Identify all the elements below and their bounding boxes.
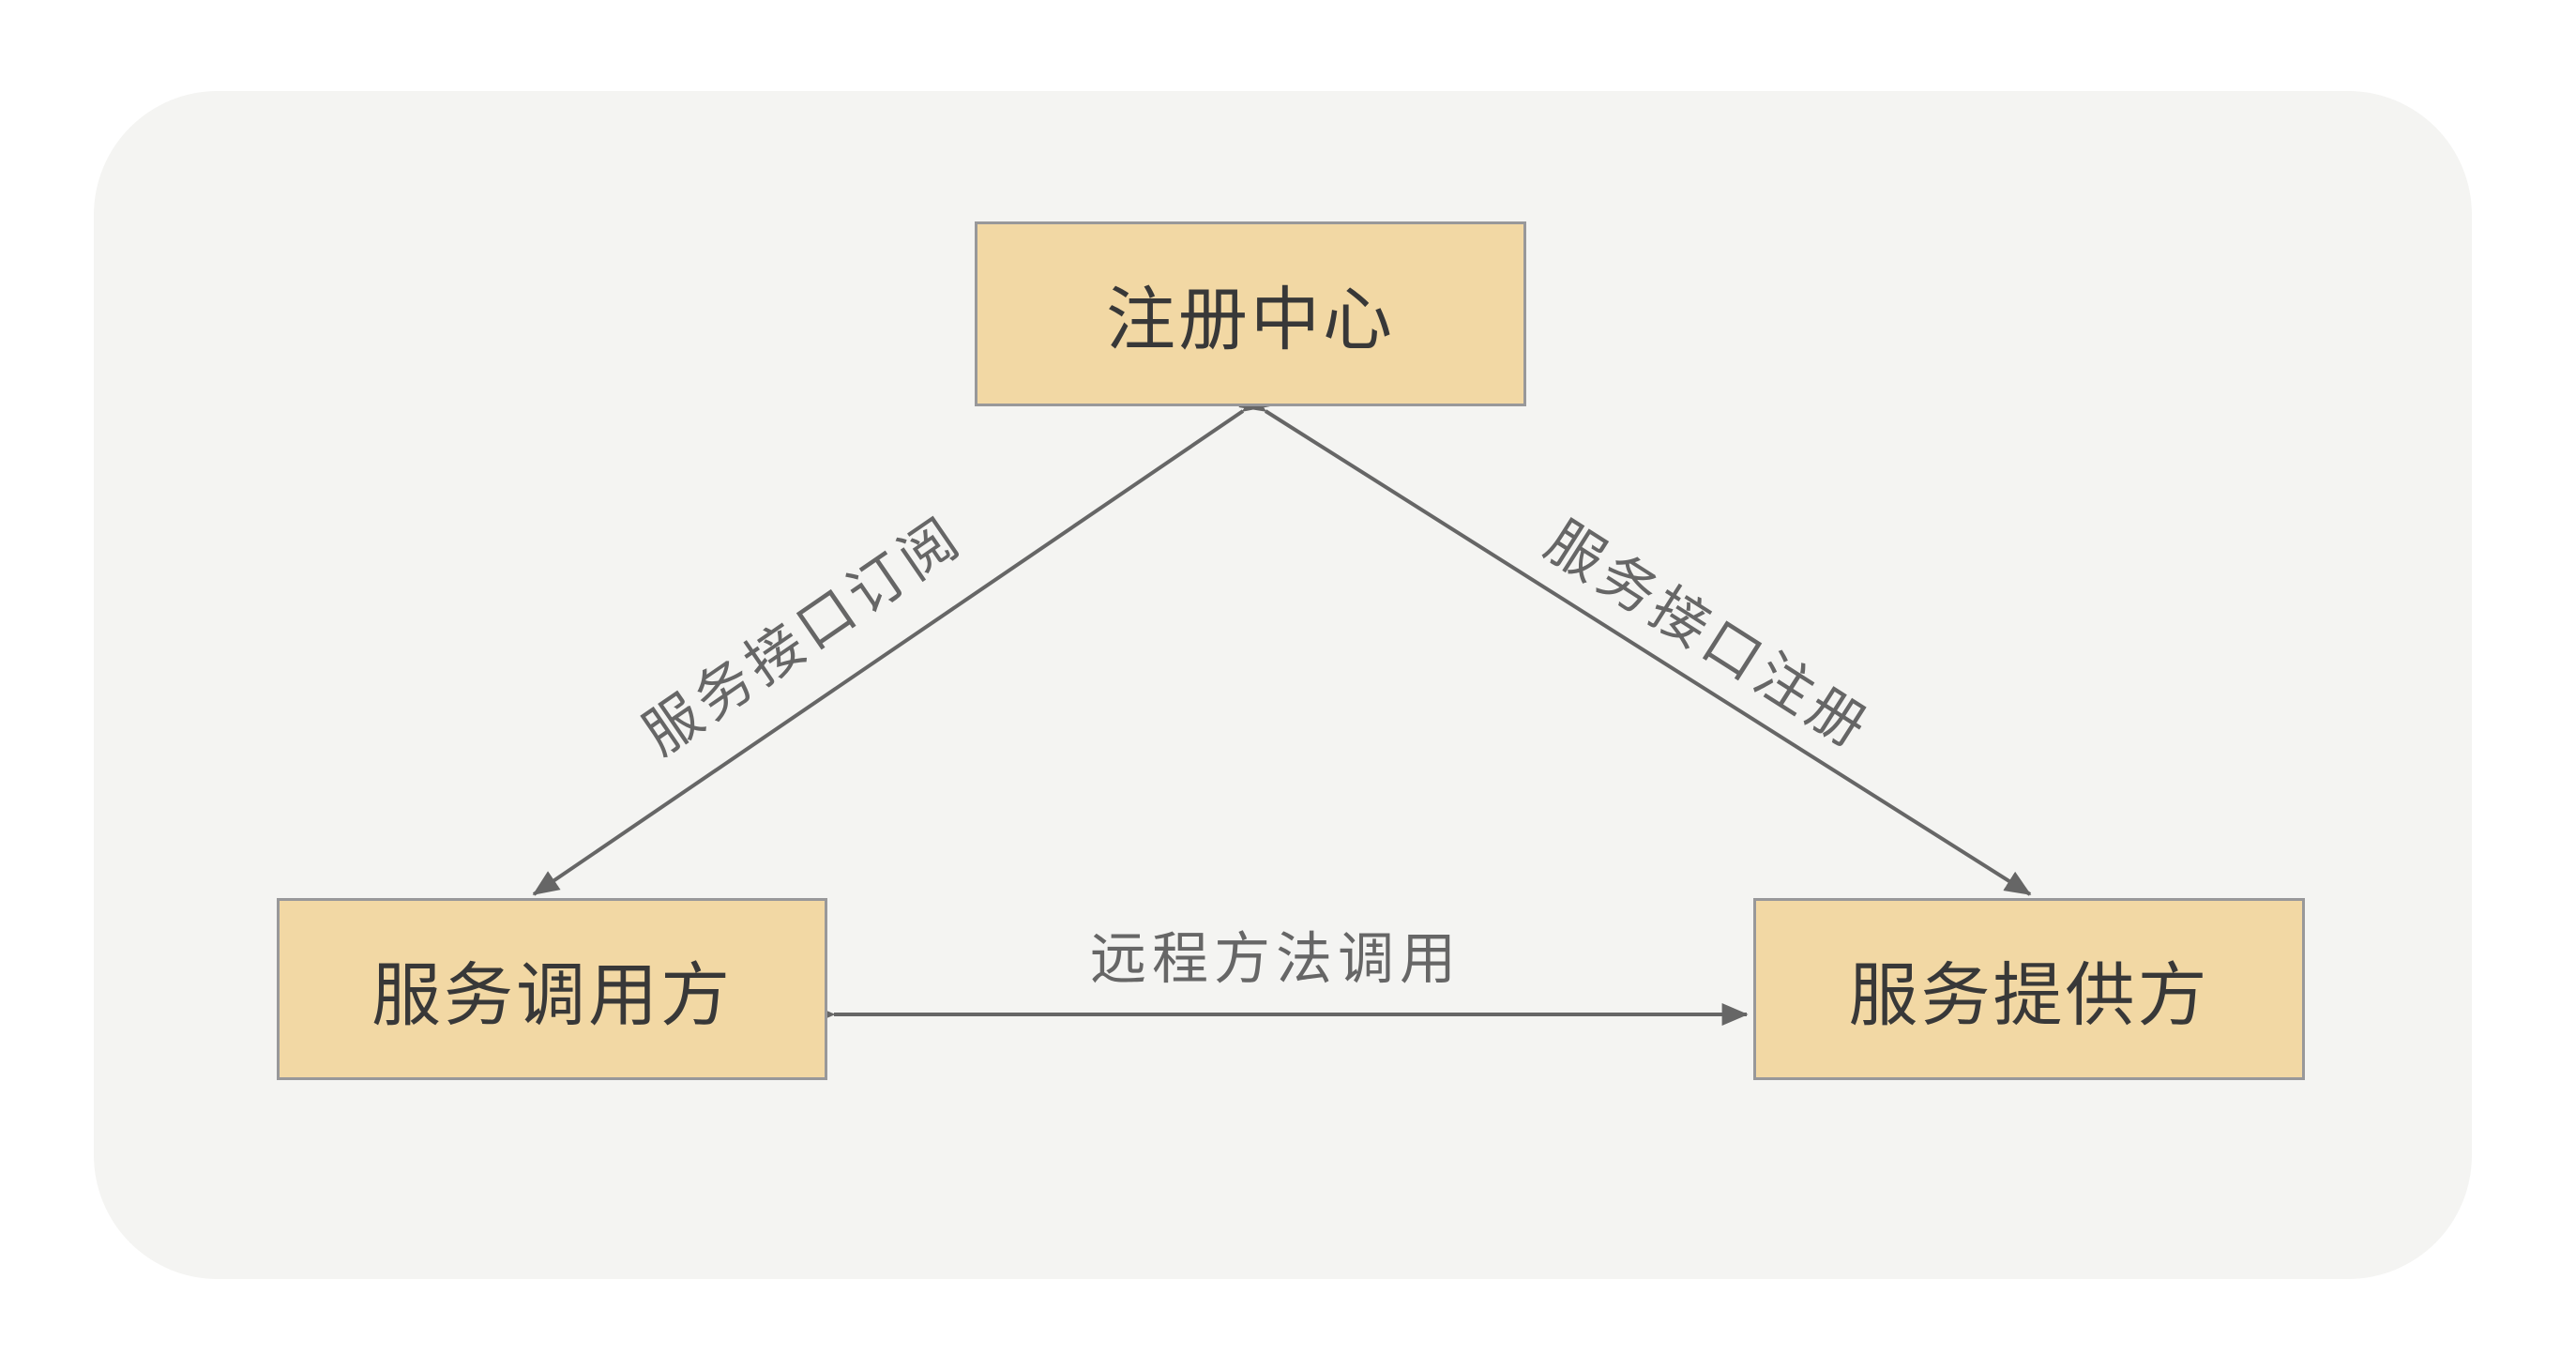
edge-register-line: [1238, 388, 2032, 896]
node-provider: 服务提供方: [1753, 898, 2305, 1080]
node-provider-label: 服务提供方: [1848, 955, 2210, 1034]
edge-subscribe-line: [532, 388, 1270, 896]
node-consumer-label: 服务调用方: [371, 955, 733, 1034]
edge-label-invoke: 远程方法调用: [1090, 927, 1462, 991]
node-registry-label: 注册中心: [1106, 281, 1395, 358]
node-registry: 注册中心: [975, 221, 1526, 406]
node-consumer: 服务调用方: [277, 898, 827, 1080]
